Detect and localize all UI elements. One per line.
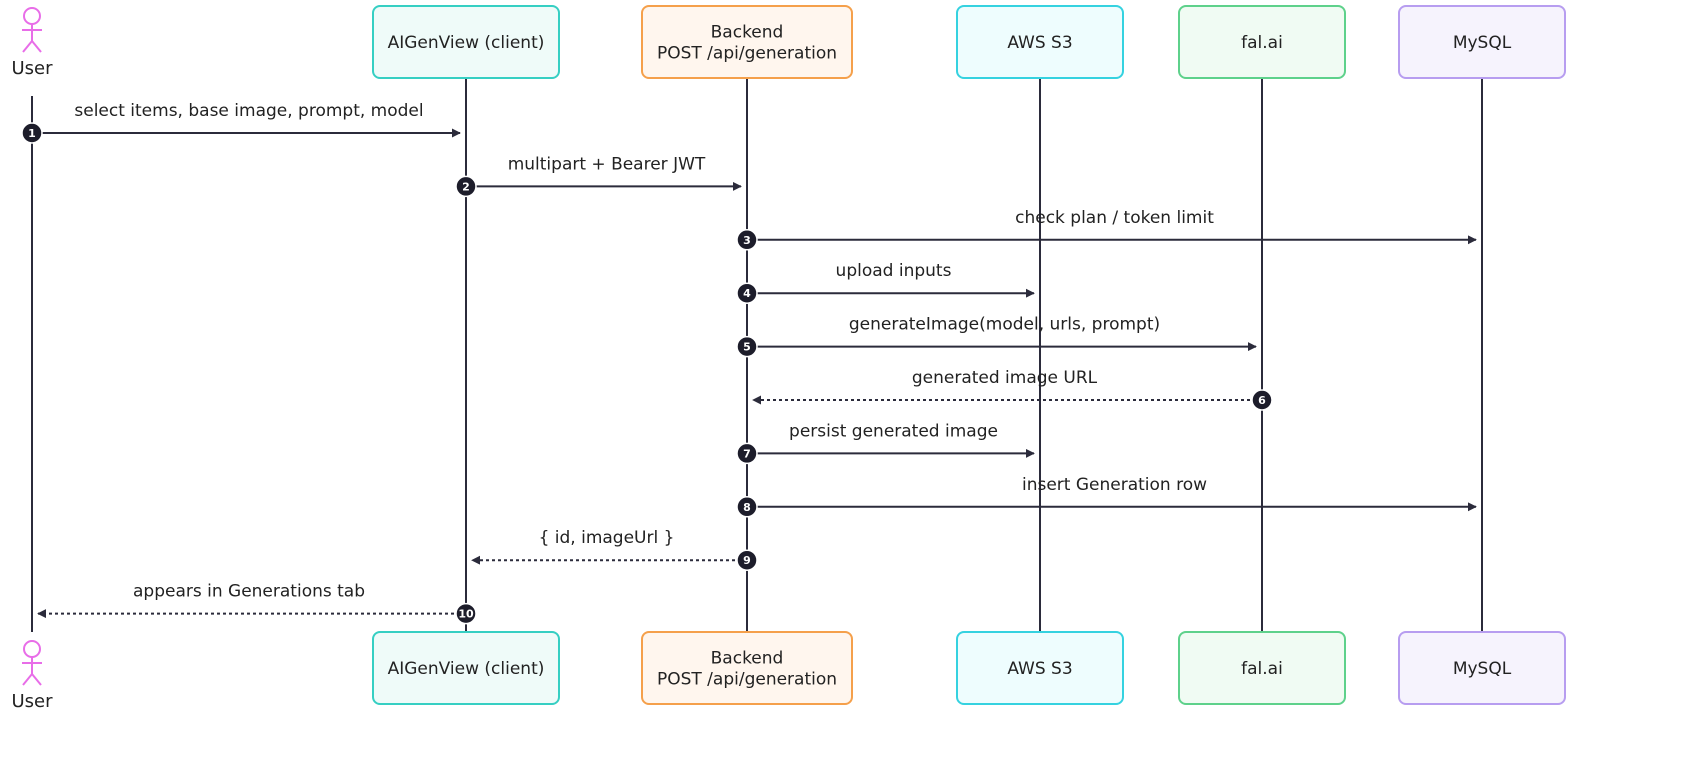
message-6: generated image URL 6 [752, 368, 1273, 411]
message-7: persist generated image 7 [736, 421, 1035, 465]
participant-label-fal: fal.ai [1241, 659, 1283, 679]
participant-box-backend [641, 5, 853, 79]
participant-client-bottom: AIGenView (client) [372, 631, 560, 705]
participant-label-backend: POST /api/generation [657, 670, 837, 690]
message-2: multipart + Bearer JWT 2 [455, 154, 742, 198]
message-1: select items, base image, prompt, model 1 [21, 101, 461, 144]
sequence-number: 8 [743, 501, 751, 514]
message-label: multipart + Bearer JWT [508, 154, 706, 174]
message-label: generated image URL [912, 368, 1098, 388]
sequence-number-badge [736, 229, 758, 251]
sequence-number-badge [736, 335, 758, 358]
participant-label-client: AIGenView (client) [388, 33, 545, 53]
sequence-number-badge [455, 175, 477, 198]
user-actor-icon [22, 7, 42, 53]
sequence-number-badge [21, 122, 43, 144]
sequence-number-badge [736, 496, 758, 518]
participant-box-mysql [1398, 631, 1566, 705]
sequence-number-badge [736, 549, 758, 571]
participant-box-backend [641, 631, 853, 705]
actor-label-bottom: User [11, 691, 53, 712]
message-label: select items, base image, prompt, model [74, 101, 423, 121]
participant-user-top: User [11, 7, 53, 79]
sequence-number-badge [736, 282, 758, 304]
sequence-number-badge [455, 602, 477, 625]
participant-user-bottom: User [11, 640, 53, 712]
user-actor-icon [22, 640, 42, 686]
message-label: appears in Generations tab [133, 582, 365, 602]
participant-box-client [372, 5, 560, 79]
message-9: { id, imageUrl } 9 [471, 528, 758, 571]
participant-client-top: AIGenView (client) [372, 5, 560, 79]
participant-box-client [372, 631, 560, 705]
message-8: insert Generation row 8 [736, 475, 1477, 518]
actor-label-top: User [11, 58, 53, 79]
participant-s3-top: AWS S3 [956, 5, 1124, 79]
sequence-number-badge [736, 442, 758, 465]
message-label: check plan / token limit [1015, 208, 1214, 228]
participant-box-s3 [956, 631, 1124, 705]
participant-box-mysql [1398, 5, 1566, 79]
participant-mysql-top: MySQL [1398, 5, 1566, 79]
participant-label-backend: Backend [711, 23, 784, 43]
message-3: check plan / token limit 3 [736, 208, 1477, 251]
participant-fal-bottom: fal.ai [1178, 631, 1346, 705]
message-label: generateImage(model, urls, prompt) [849, 315, 1160, 335]
participant-label-s3: AWS S3 [1007, 659, 1072, 679]
participant-box-fal [1178, 5, 1346, 79]
message-10: appears in Generations tab 10 [37, 582, 477, 625]
sequence-number-badge [1251, 389, 1273, 411]
participant-label-mysql: MySQL [1453, 659, 1512, 679]
participant-s3-bottom: AWS S3 [956, 631, 1124, 705]
sequence-number: 9 [743, 554, 751, 567]
message-label: { id, imageUrl } [539, 528, 675, 548]
participant-fal-top: fal.ai [1178, 5, 1346, 79]
sequence-number: 3 [743, 234, 751, 247]
participant-box-fal [1178, 631, 1346, 705]
sequence-number: 10 [458, 608, 474, 621]
sequence-number: 2 [462, 180, 470, 193]
sequence-number: 5 [743, 341, 751, 354]
sequence-number: 4 [743, 287, 751, 300]
sequence-number: 6 [1258, 394, 1266, 407]
sequence-number: 7 [743, 447, 751, 460]
message-4: upload inputs 4 [736, 261, 1035, 304]
participant-mysql-bottom: MySQL [1398, 631, 1566, 705]
participant-label-s3: AWS S3 [1007, 33, 1072, 53]
message-5: generateImage(model, urls, prompt) 5 [736, 315, 1257, 358]
participant-label-mysql: MySQL [1453, 33, 1512, 53]
participant-label-fal: fal.ai [1241, 33, 1283, 53]
message-label: insert Generation row [1022, 475, 1207, 495]
participant-box-s3 [956, 5, 1124, 79]
participant-label-backend: POST /api/generation [657, 44, 837, 64]
participant-label-client: AIGenView (client) [388, 659, 545, 679]
sequence-number: 1 [28, 127, 36, 140]
participant-label-backend: Backend [711, 649, 784, 669]
message-label: upload inputs [836, 261, 952, 281]
message-label: persist generated image [789, 421, 998, 441]
